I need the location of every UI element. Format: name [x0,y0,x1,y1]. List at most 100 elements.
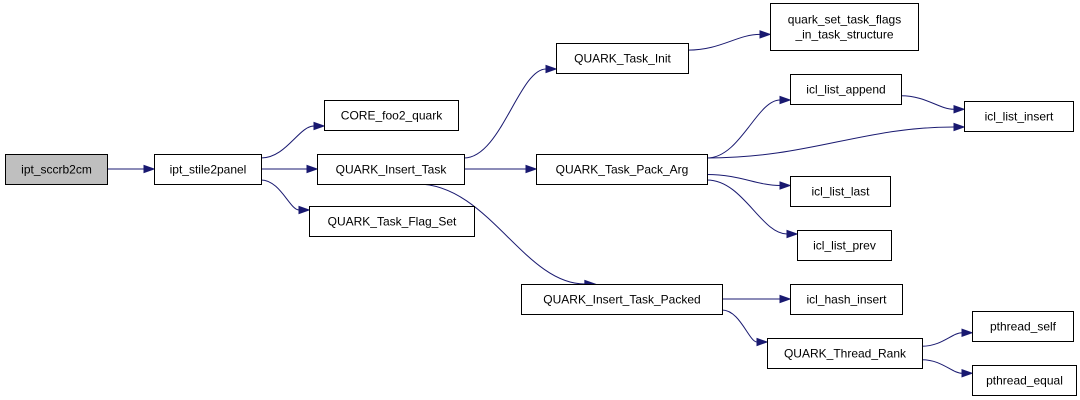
node-box [797,230,892,261]
edge-quark-task-pack-arg-to-icl-list-append [706,95,792,159]
node-box [5,154,108,185]
edge-line [463,68,547,159]
node-label: quark_set_task_flags [788,13,901,27]
edges-layer [106,30,974,378]
edge-quark-task-init-to-quark-set-task-flags [687,30,772,51]
node-label: icl_list_insert [985,110,1054,124]
node-label: QUARK_Thread_Rank [784,347,907,361]
node-icl-list-append[interactable]: icl_list_append [790,74,902,105]
node-quark-task-flag-set[interactable]: QUARK_Task_Flag_Set [309,206,475,237]
arrowhead-icon [545,64,558,74]
arrowhead-icon [779,95,792,105]
node-label: icl_hash_insert [806,293,887,307]
node-icl-list-prev[interactable]: icl_list_prev [797,230,892,261]
node-icl-list-insert[interactable]: icl_list_insert [964,101,1074,132]
edge-quark-task-pack-arg-to-icl-list-last [706,174,792,190]
node-box [790,176,891,207]
node-box [154,154,262,185]
node-box [964,101,1074,132]
edge-quark-insert-task-packed-to-icl-hash-insert [722,294,792,304]
edge-quark-insert-task-to-quark-task-pack-arg [463,164,538,174]
node-quark-task-init[interactable]: QUARK_Task_Init [556,43,689,74]
node-label: ipt_stile2panel [170,163,247,177]
arrowhead-icon [756,337,769,347]
arrowhead-icon [525,164,538,174]
node-label: QUARK_Task_Flag_Set [328,215,457,229]
node-pthread-self[interactable]: pthread_self [972,311,1074,342]
node-quark-insert-task[interactable]: QUARK_Insert_Task [317,154,465,185]
edge-quark-thread-rank-to-pthread-equal [921,359,974,378]
edge-line [260,179,300,211]
edge-line [921,359,963,374]
node-ipt-sccrb2cm[interactable]: ipt_sccrb2cm [5,154,108,185]
arrowhead-icon [953,122,966,132]
node-label: pthread_equal [986,374,1063,388]
edge-quark-insert-task-to-quark-task-init [463,64,558,159]
node-box [521,284,723,315]
node-quark-thread-rank[interactable]: QUARK_Thread_Rank [767,338,923,369]
node-box [790,74,902,105]
node-core-foo2-quark[interactable]: CORE_foo2_quark [324,100,459,131]
node-label: _in_task_structure [794,28,893,42]
node-label: CORE_foo2_quark [341,109,443,123]
arrowhead-icon [786,229,799,239]
node-pthread-equal[interactable]: pthread_equal [972,365,1077,396]
node-icl-hash-insert[interactable]: icl_hash_insert [790,284,903,315]
node-label: icl_list_prev [813,239,876,253]
edge-quark-task-pack-arg-to-icl-list-insert [706,122,966,159]
node-label: icl_list_last [811,185,870,199]
edge-line [921,332,963,347]
node-label: icl_list_append [806,83,885,97]
arrowhead-icon [961,328,974,337]
edge-quark-thread-rank-to-pthread-self [921,328,974,347]
node-box [324,100,459,131]
edge-line [900,95,955,110]
edge-ipt-stile2panel-to-quark-insert-task [260,164,319,174]
edge-quark-task-pack-arg-to-icl-list-prev [706,179,799,239]
edge-line [721,309,758,343]
arrowhead-icon [779,181,792,190]
node-box [770,3,919,51]
edge-ipt-stile2panel-to-core-foo2-quark [260,121,326,159]
node-label: ipt_sccrb2cm [21,163,92,177]
arrowhead-icon [306,164,319,174]
node-label: QUARK_Insert_Task_Packed [543,293,700,307]
edge-ipt-sccrb2cm-to-ipt-stile2panel [106,164,156,174]
node-label: QUARK_Insert_Task [336,163,448,177]
arrowhead-icon [779,294,792,304]
edge-line [706,174,781,186]
arrowhead-icon [313,121,326,131]
edge-line [417,183,585,285]
edge-line [687,33,761,51]
node-label: QUARK_Task_Init [574,52,671,66]
node-box [972,311,1074,342]
edge-icl-list-append-to-icl-list-insert [900,95,966,114]
edge-line [260,125,315,159]
node-box [536,154,708,185]
arrowhead-icon [759,30,772,39]
nodes-layer: ipt_sccrb2cm ipt_stile2panel CORE_foo2_qua… [5,3,1077,396]
node-quark-insert-task-packed[interactable]: QUARK_Insert_Task_Packed [521,284,723,315]
node-icl-list-last[interactable]: icl_list_last [790,176,891,207]
node-label: QUARK_Task_Pack_Arg [556,163,689,177]
node-quark-task-pack-arg[interactable]: QUARK_Task_Pack_Arg [536,154,708,185]
arrowhead-icon [961,369,974,378]
node-ipt-stile2panel[interactable]: ipt_stile2panel [154,154,262,185]
node-box [556,43,689,74]
node-label: pthread_self [990,320,1057,334]
node-box [767,338,923,369]
arrowhead-icon [298,205,311,215]
arrowhead-icon [143,164,156,174]
arrowhead-icon [953,105,966,114]
edge-line [706,126,955,159]
edge-line [706,99,781,159]
node-box [309,206,475,237]
node-box [972,365,1077,396]
node-box [317,154,465,185]
edge-line [706,179,788,235]
edge-ipt-stile2panel-to-quark-task-flag-set [260,179,311,215]
node-box [790,284,903,315]
node-quark-set-task-flags[interactable]: quark_set_task_flags_in_task_structure [770,3,919,51]
edge-quark-insert-task-packed-to-quark-thread-rank [721,309,769,347]
